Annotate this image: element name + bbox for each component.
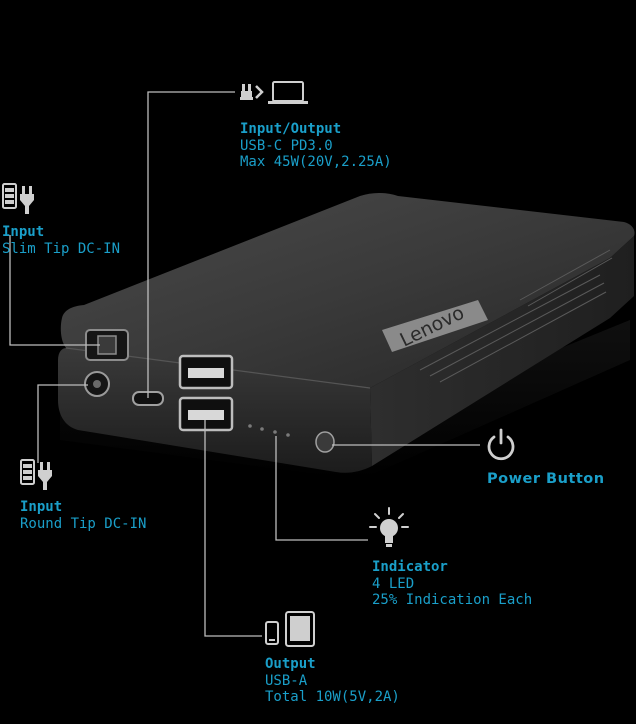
round-tip-line-1: Round Tip DC-IN (20, 515, 147, 532)
power-button-callout: Power Button (487, 471, 605, 488)
plug-and-laptop-icon (240, 81, 308, 104)
indicator-line-1: 4 LED (372, 575, 415, 592)
output-callout: Output USB-A Total 10W(5V,2A) (265, 656, 400, 706)
round-tip-dc-port (84, 371, 110, 397)
slim-tip-title: Input (2, 224, 45, 240)
indicator-callout: Indicator 4 LED 25% Indication Each (372, 559, 532, 609)
slim-tip-callout: Input Slim Tip DC-IN (2, 224, 120, 257)
slim-tip-dc-port (85, 329, 129, 361)
slim-tip-line-1: Slim Tip DC-IN (2, 240, 121, 257)
battery-plug-icon-round (20, 459, 52, 490)
phone-and-tablet-icon (265, 611, 315, 647)
battery-plug-icon-slim (2, 183, 34, 214)
round-tip-title: Input (20, 499, 63, 515)
output-line-1: USB-A (265, 672, 308, 689)
usb-a-port-top (178, 354, 234, 390)
power-icon (487, 428, 515, 461)
indicator-title: Indicator (372, 559, 448, 575)
device-label-print (419, 249, 613, 383)
usb-a-port-bottom (178, 396, 234, 432)
power-button-title: Power Button (487, 471, 605, 487)
round-tip-callout: Input Round Tip DC-IN (20, 499, 146, 532)
device-power-button (315, 431, 335, 453)
input-output-line-1: USB-C PD3.0 (240, 137, 333, 154)
device-side-face (370, 236, 634, 466)
input-output-line-2: Max 45W(20V,2.25A) (240, 154, 392, 170)
output-line-2: Total 10W(5V,2A) (265, 689, 400, 705)
input-output-title: Input/Output (240, 121, 342, 137)
lightbulb-icon (369, 507, 409, 547)
indicator-leds (248, 424, 290, 437)
output-title: Output (265, 656, 316, 672)
indicator-line-2: 25% Indication Each (372, 592, 533, 608)
device-top-surface (60, 193, 635, 388)
leader-lines (9, 91, 480, 637)
input-output-callout: Input/Output USB-C PD3.0 Max 45W(20V,2.2… (240, 121, 392, 171)
